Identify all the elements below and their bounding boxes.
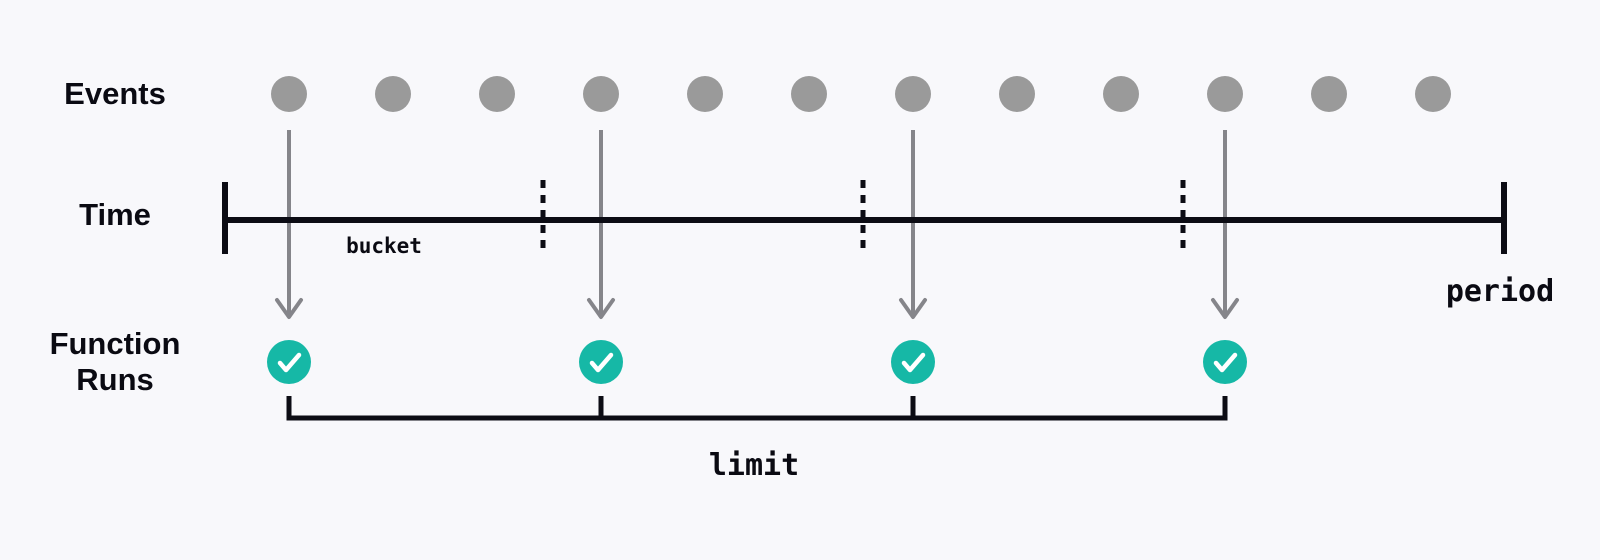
time-axis-label: Time xyxy=(79,197,151,232)
event-dot xyxy=(1103,76,1139,112)
event-dot xyxy=(895,76,931,112)
function-run-badge xyxy=(579,340,623,384)
limit-bracket xyxy=(286,396,1228,421)
bucket-annotation: bucket xyxy=(346,234,422,258)
arrow-down-icon xyxy=(587,298,615,319)
event-dot xyxy=(687,76,723,112)
event-dot xyxy=(271,76,307,112)
checkmark-icon xyxy=(901,352,926,373)
function-run-badge xyxy=(891,340,935,384)
limit-annotation: limit xyxy=(708,448,800,483)
function-run-badge xyxy=(1203,340,1247,384)
event-dot xyxy=(1311,76,1347,112)
period-annotation: period xyxy=(1445,274,1555,309)
checkmark-icon xyxy=(277,352,302,373)
checkmark-icon xyxy=(1213,352,1238,373)
events-row-label: Events xyxy=(64,76,166,111)
event-dot xyxy=(1207,76,1243,112)
arrow-down-icon xyxy=(275,298,303,319)
arrow-down-icon xyxy=(899,298,927,319)
event-dot xyxy=(583,76,619,112)
function-run-badge xyxy=(267,340,311,384)
event-dot xyxy=(791,76,827,112)
event-dot xyxy=(1415,76,1451,112)
event-dot xyxy=(375,76,411,112)
event-dot xyxy=(999,76,1035,112)
event-dot xyxy=(479,76,515,112)
checkmark-icon xyxy=(589,352,614,373)
function-runs-row-label: Function Runs xyxy=(49,326,181,397)
arrow-down-icon xyxy=(1211,298,1239,319)
